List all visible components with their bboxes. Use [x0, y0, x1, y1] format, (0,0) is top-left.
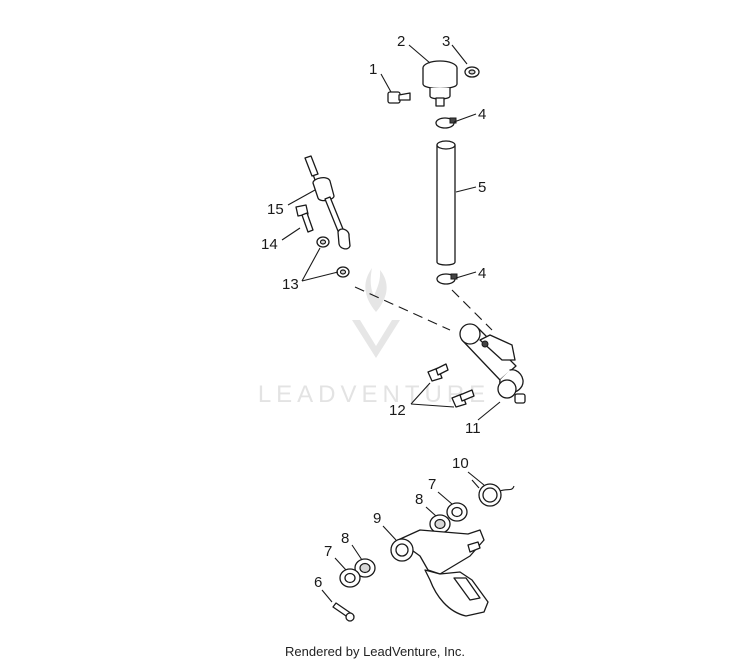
alignment-line-hose — [451, 289, 493, 331]
part-12-bolt-upper — [427, 363, 449, 382]
callout-4-bottom: 4 — [478, 265, 486, 282]
part-13-washer — [336, 266, 350, 278]
part-5-hose — [436, 140, 456, 266]
part-4-clamp-bottom — [436, 273, 458, 285]
part-2-reservoir — [422, 60, 458, 107]
leader-lines — [281, 44, 501, 603]
callout-numbers: 1 2 3 4 5 4 15 14 13 12 11 10 7 8 9 8 7 … — [261, 33, 486, 591]
callout-8-right: 8 — [415, 491, 423, 508]
part-8-bushing-right — [429, 514, 451, 534]
part-14-bolt — [295, 204, 314, 233]
callout-12: 12 — [389, 402, 406, 419]
part-1-bolt — [387, 91, 411, 104]
part-9-brake-pedal — [390, 529, 489, 617]
alignment-line-rod — [354, 286, 451, 331]
callout-5: 5 — [478, 179, 486, 196]
callout-13: 13 — [282, 276, 299, 293]
part-10-spring — [471, 479, 515, 507]
callout-3: 3 — [442, 33, 450, 50]
callout-4-top: 4 — [478, 106, 486, 123]
callout-6: 6 — [314, 574, 322, 591]
credit-text: Rendered by LeadVenture, Inc. — [285, 644, 465, 659]
callout-2: 2 — [397, 33, 405, 50]
callout-8-left: 8 — [341, 530, 349, 547]
part-15-pushrod — [304, 155, 351, 250]
part-13-nut — [316, 236, 330, 248]
callout-10: 10 — [452, 455, 469, 472]
part-8-bushing-left — [354, 558, 376, 578]
watermark-text: LEADVENTURE — [258, 381, 490, 408]
leadventure-watermark-logo: LEADVENTURE — [258, 268, 490, 408]
part-12-bolt-lower — [451, 389, 475, 408]
part-3-cap — [464, 66, 480, 78]
part-7-washer-left — [339, 568, 361, 588]
callout-15: 15 — [267, 201, 284, 218]
callout-9: 9 — [373, 510, 381, 527]
callout-14: 14 — [261, 236, 278, 253]
callout-11: 11 — [465, 420, 481, 437]
part-11-master-cylinder — [459, 323, 526, 404]
callout-7-right: 7 — [428, 476, 436, 493]
callout-1: 1 — [369, 61, 377, 78]
part-4-clamp-top — [435, 117, 457, 129]
part-7-washer-right — [446, 502, 468, 522]
part-6-cotter-pin — [332, 602, 355, 622]
callout-7-left: 7 — [324, 543, 332, 560]
